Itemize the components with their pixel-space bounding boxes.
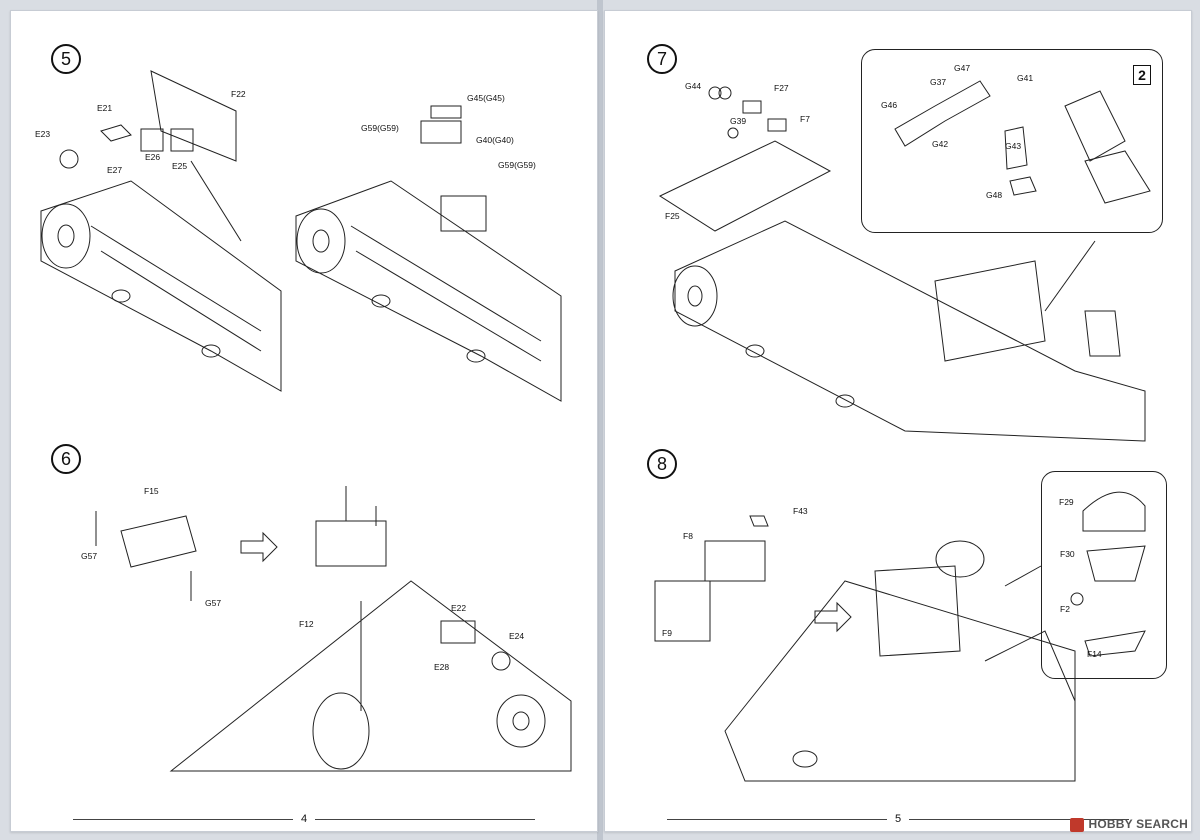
page-right: 7 G44 F27 G39 F7 F25 G47 G37 G41 G46 G42… [604,10,1192,832]
part-label-e22: E22 [451,603,467,613]
step-8-detail-callout [1041,471,1167,679]
part-label-g41: G41 [1017,73,1034,83]
part-label-g43: G43 [1005,141,1022,151]
step-number-8: 8 [647,449,677,479]
part-label-f29: F29 [1059,497,1074,507]
part-label-f9: F9 [662,628,672,638]
part-label-f8: F8 [683,531,693,541]
book-gutter [597,0,603,840]
part-label-g48: G48 [986,190,1003,200]
step-number-7: 7 [647,44,677,74]
part-label-f12: F12 [299,619,314,629]
step-number-5: 5 [51,44,81,74]
part-label-g46: G46 [881,100,898,110]
part-label-e28: E28 [434,662,450,672]
part-label-e21: E21 [97,103,113,113]
part-label-g45: G45(G45) [467,93,505,103]
part-label-g39: G39 [730,116,747,126]
watermark: HOBBY SEARCH [1070,817,1188,832]
part-label-g57-left: G57 [81,551,98,561]
left-page-line-art [40,70,572,772]
part-label-f22: F22 [231,89,246,99]
watermark-logo-icon [1070,818,1085,832]
part-label-g42: G42 [932,139,949,149]
page-number-right: 5 [605,813,1191,825]
part-label-e25: E25 [172,161,188,171]
part-label-g57-right: G57 [205,598,222,608]
part-label-f27: F27 [774,83,789,93]
part-label-g47: G47 [954,63,971,73]
part-label-e26: E26 [145,152,161,162]
part-label-g59-top: G59(G59) [361,123,399,133]
step-number-6: 6 [51,444,81,474]
page-number-left: 4 [11,813,597,825]
part-label-e27: E27 [107,165,123,175]
part-label-f43: F43 [793,506,808,516]
part-label-e23: E23 [35,129,51,139]
part-label-f30: F30 [1060,549,1075,559]
part-label-g44: G44 [685,81,702,91]
part-label-f25: F25 [665,211,680,221]
part-label-e24: E24 [509,631,525,641]
part-label-f14: F14 [1087,649,1102,659]
step-7-detail-callout [861,49,1163,233]
part-label-f2: F2 [1060,604,1070,614]
right-page-line-art [654,80,1151,782]
sprue-tree-2-badge: 2 [1133,65,1151,85]
part-label-g40: G40(G40) [476,135,514,145]
part-label-g37: G37 [930,77,947,87]
part-label-f7: F7 [800,114,810,124]
page-left: 5 F22 E21 E23 E26 E25 E27 G45(G45) G59(G… [10,10,598,832]
watermark-text: HOBBY SEARCH [1088,817,1188,832]
part-label-g59-right: G59(G59) [498,160,536,170]
part-label-f15: F15 [144,486,159,496]
